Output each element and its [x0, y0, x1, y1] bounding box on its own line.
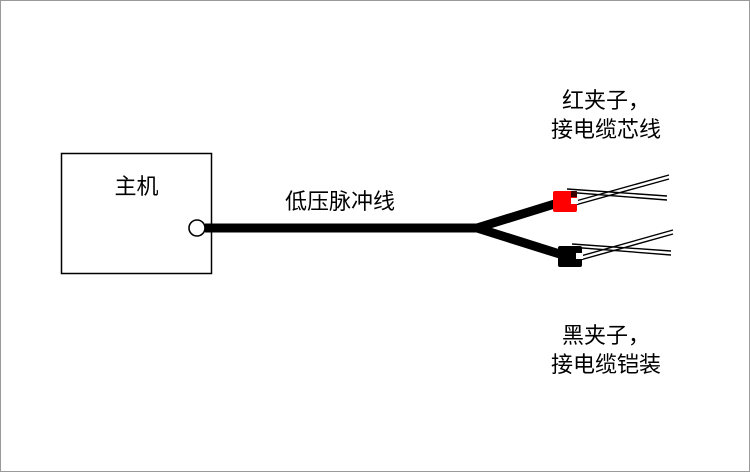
host-connector-circle: [188, 219, 206, 237]
host-box: [60, 152, 213, 275]
red-clip-jaws: [564, 174, 670, 208]
pulse-line-label: 低压脉冲线: [285, 189, 396, 214]
pulse-line-branch-upper: [475, 197, 563, 233]
black-clip-label-line2: 接电缆铠装: [550, 352, 661, 377]
black-clip-label-line1: 黑夹子，: [561, 323, 650, 348]
host-label: 主机: [114, 174, 159, 199]
pulse-line-branch-lower: [475, 223, 568, 261]
red-clip: [553, 191, 578, 212]
black-clip: [558, 246, 583, 267]
black-clip-label: 黑夹子， 接电缆铠装: [516, 321, 696, 379]
red-clip-label: 红夹子， 接电缆芯线: [516, 86, 696, 144]
black-clip-jaws: [569, 229, 674, 263]
red-clip-label-line1: 红夹子，: [561, 88, 650, 113]
red-clip-label-line2: 接电缆芯线: [550, 117, 661, 142]
